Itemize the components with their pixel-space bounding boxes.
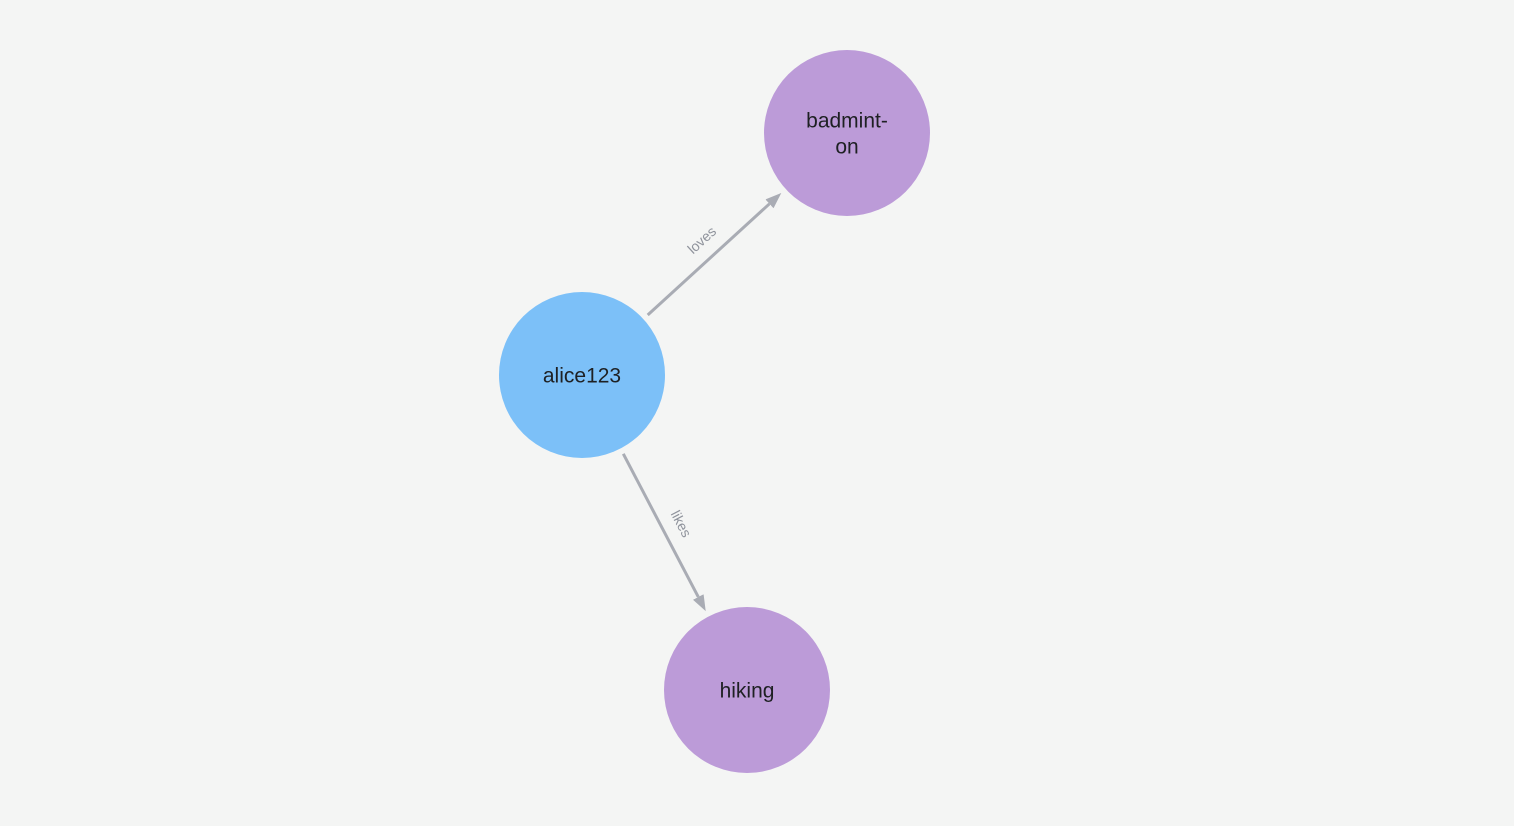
edge-label-likes: likes [668, 508, 695, 540]
graph-node-alice123[interactable] [499, 292, 665, 458]
edge-alice123-badminton[interactable] [646, 193, 782, 317]
graph-node-badminton[interactable] [764, 50, 930, 216]
edge-label-loves: loves [684, 223, 719, 257]
edge-alice123-hiking[interactable] [621, 453, 706, 612]
graph-node-hiking[interactable] [664, 607, 830, 773]
